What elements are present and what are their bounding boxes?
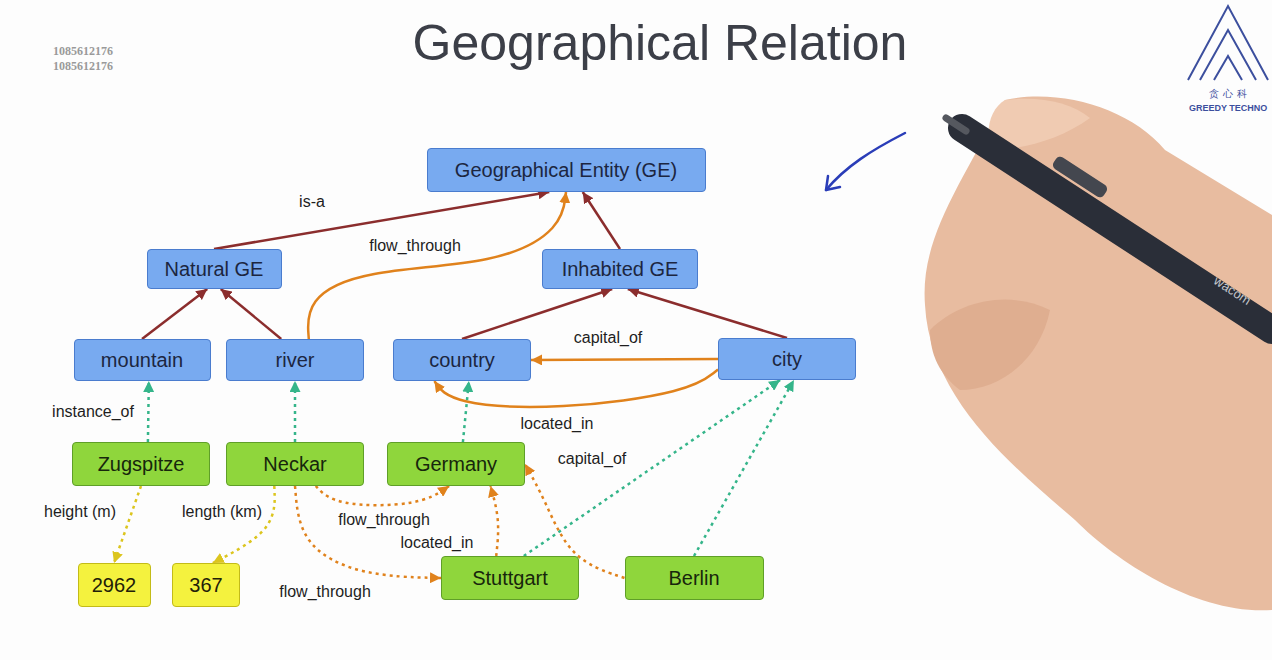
relation-label: is-a	[297, 193, 327, 211]
relation-connector	[628, 289, 787, 338]
diagram-title: Geographical Relation	[413, 14, 908, 72]
relation-connector	[531, 359, 718, 360]
watermark: 1085612176	[53, 44, 113, 58]
value-box: 2962	[78, 563, 151, 607]
relation-connector	[221, 289, 281, 339]
watermark: 1085612176	[53, 59, 113, 73]
relation-connector	[295, 486, 441, 578]
relation-connector	[213, 486, 275, 563]
node-text: Natural GE	[165, 258, 264, 281]
entity-box: Zugspitze	[72, 442, 210, 486]
concept-box: mountain	[74, 339, 211, 381]
concept-box: river	[226, 339, 364, 381]
entity-box: Germany	[387, 442, 525, 486]
node-text: Zugspitze	[98, 453, 185, 476]
pen-tip	[946, 118, 966, 131]
entity-box: Berlin	[625, 556, 764, 600]
hand-drawn-arrow	[826, 133, 905, 190]
hand-drawn-arrowhead	[826, 176, 840, 190]
hand-thumb	[930, 300, 1050, 390]
relation-label: flow_through	[367, 237, 463, 255]
node-text: Geographical Entity (GE)	[455, 159, 677, 182]
node-text: Neckar	[263, 453, 326, 476]
entity-box: Stuttgart	[441, 556, 579, 600]
entity-box: Neckar	[226, 442, 364, 486]
value-box: 367	[172, 563, 240, 607]
logo-mark	[1188, 6, 1268, 80]
relation-connector	[294, 381, 297, 442]
relation-connector	[147, 381, 150, 442]
node-text: city	[772, 348, 802, 371]
relation-connector	[114, 486, 141, 563]
relation-label: located_in	[519, 415, 596, 433]
node-text: 367	[189, 574, 222, 597]
relation-connector	[316, 486, 449, 505]
node-text: country	[429, 349, 495, 372]
logo-text: GREEDY TECHNO	[1189, 103, 1267, 114]
hand	[925, 97, 1272, 611]
node-text: Stuttgart	[472, 567, 548, 590]
relation-label: capital_of	[556, 450, 629, 468]
concept-box: city	[718, 338, 856, 380]
concept-box: Inhabited GE	[542, 249, 698, 289]
node-text: river	[276, 349, 315, 372]
relation-label: capital_of	[572, 329, 645, 347]
relation-label: flow_through	[336, 511, 432, 529]
logo-line	[1200, 30, 1256, 80]
node-text: mountain	[101, 349, 183, 372]
relation-connector	[142, 289, 207, 339]
relation-connector	[463, 381, 469, 442]
relation-connector	[524, 380, 780, 556]
relation-connector	[694, 380, 794, 556]
concept-box: Geographical Entity (GE)	[427, 148, 706, 192]
logo-text: 贪心科	[1209, 88, 1251, 100]
node-text: Inhabited GE	[562, 258, 679, 281]
pen-button	[1051, 155, 1109, 199]
node-text: Germany	[415, 453, 497, 476]
relation-connector	[308, 192, 566, 339]
concept-box: Natural GE	[147, 249, 282, 289]
logo-line	[1188, 6, 1268, 80]
relation-label: length (km)	[180, 503, 264, 521]
relation-connector	[491, 486, 499, 556]
node-text: 2962	[92, 574, 137, 597]
relation-connector	[583, 192, 620, 249]
relation-label: instance_of	[50, 403, 136, 421]
relation-label: flow_through	[277, 583, 373, 601]
node-text: Berlin	[668, 567, 719, 590]
logo-line	[1214, 56, 1242, 80]
relation-label: located_in	[399, 534, 476, 552]
pen-body	[962, 128, 1272, 330]
concept-box: country	[393, 339, 531, 381]
relation-label: height (m)	[42, 503, 118, 521]
